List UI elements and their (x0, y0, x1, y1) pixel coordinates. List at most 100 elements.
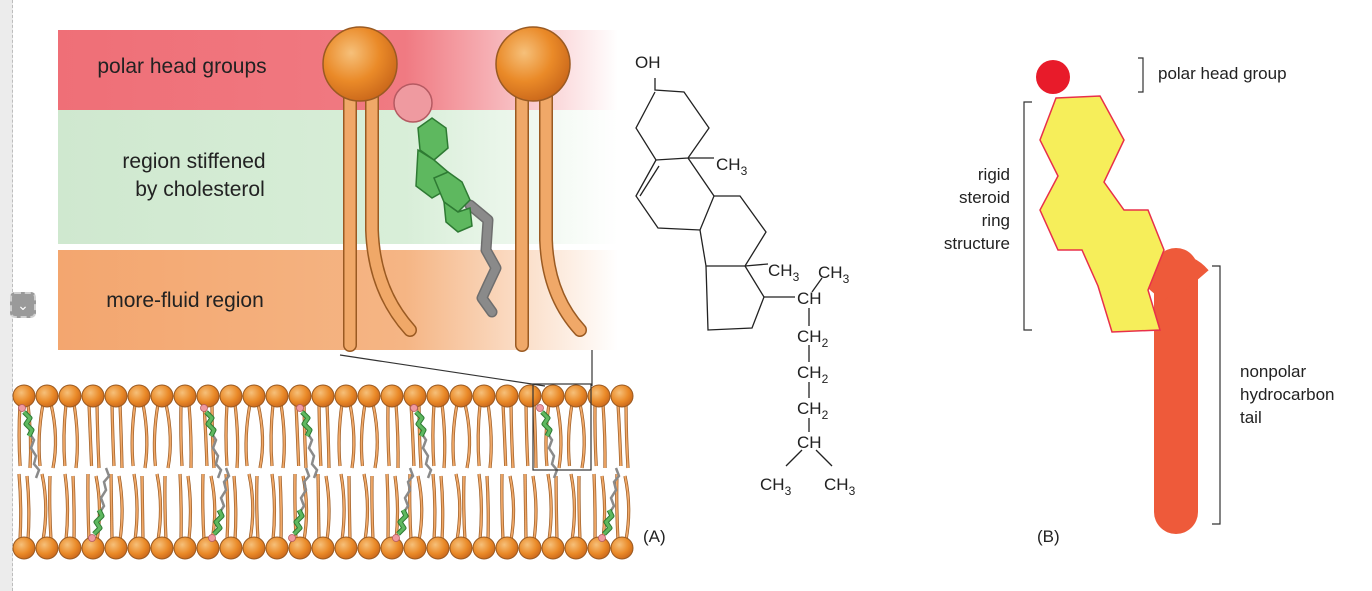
lipid-tail (163, 475, 167, 541)
lipid-head (150, 384, 174, 408)
chevron-down-icon: ⌄ (17, 297, 29, 313)
cholesterol-ring (396, 509, 408, 536)
cholesterol-ring (22, 410, 34, 437)
lipid-head (380, 384, 404, 408)
lipid-head (104, 384, 128, 408)
lipid-head (403, 384, 427, 408)
lipid-head (587, 384, 611, 408)
lipid-tail (594, 403, 598, 467)
lipid-head (35, 384, 59, 408)
lipid-tail (579, 403, 586, 469)
cholesterol-ring (602, 509, 614, 536)
lipid-tail (593, 473, 596, 541)
ch2-label-1: CH2 (797, 327, 829, 350)
lipid-tail (386, 473, 390, 541)
lipid-tail (18, 473, 22, 541)
lipid-tail (73, 403, 79, 469)
cholesterol-ring (540, 410, 552, 437)
cholesterol-ring (92, 509, 104, 536)
steroid-ring-structure (1039, 95, 1165, 333)
lipid-head (449, 384, 473, 408)
lipid-head (495, 384, 519, 408)
lipid-tail (509, 475, 515, 541)
lipid-head (127, 384, 151, 408)
lipid-head (426, 384, 450, 408)
lipid-tail (547, 473, 553, 541)
stiffened-label-2: by cholesterol (135, 178, 265, 201)
methyl-right-label: CH3 (818, 263, 850, 286)
stiffened-region-band (58, 110, 618, 244)
lipid-head (564, 384, 588, 408)
lipid-tail (556, 403, 562, 469)
lipid-tail (156, 473, 162, 541)
lipid-head (150, 536, 174, 560)
lipid-tail (617, 403, 622, 467)
lipid-bilayer (12, 384, 634, 560)
lipid-tail (372, 403, 379, 469)
lipid-tail (464, 403, 471, 469)
lipid-head (518, 384, 542, 408)
lipid-tail (325, 475, 330, 541)
cholesterol-tail (298, 467, 311, 513)
lipid-head (495, 536, 519, 560)
lipid-tail (87, 473, 90, 541)
lipid-tail (110, 473, 113, 541)
rigid-label-4: structure (944, 234, 1010, 253)
structure-b-labels: polar head group rigid steroid ring stru… (944, 64, 1335, 546)
lipid-tail (210, 475, 216, 541)
lipid-tail (371, 475, 374, 541)
ch2-label-2: CH2 (797, 363, 829, 386)
cholesterol-ring (204, 410, 216, 437)
lipid-head (564, 536, 588, 560)
cholesterol-tail (98, 467, 111, 513)
lipid-tail (27, 403, 32, 469)
lipid-tail (141, 475, 144, 541)
lipid-tail (440, 475, 444, 541)
lipid-tail (386, 403, 391, 467)
lipid-head (58, 536, 82, 560)
lipid-tail (567, 403, 573, 467)
lipid-tail (533, 403, 537, 469)
lipid-head (35, 536, 59, 560)
collapse-button[interactable]: ⌄ (10, 292, 36, 318)
terminal-right-label: CH3 (824, 475, 856, 498)
lipid-tail (50, 403, 57, 469)
lipid-tail (18, 403, 22, 467)
cholesterol-head (536, 404, 544, 412)
lipid-tail (510, 403, 514, 469)
lipid-head (311, 384, 335, 408)
lipid-tail (188, 403, 193, 469)
ring-methyl-label: CH3 (716, 155, 748, 178)
cholesterol-tail (608, 467, 621, 513)
lipid-tail (478, 473, 483, 541)
lipid-tail (133, 473, 138, 541)
lipid-tail (234, 403, 239, 469)
phospholipid-left (322, 26, 417, 352)
lipid-tail (455, 473, 461, 541)
lipid-tail (118, 475, 123, 541)
cholesterol-tail (546, 433, 559, 479)
lipid-head (265, 384, 289, 408)
lipid-head (541, 536, 565, 560)
lipid-tail (64, 473, 69, 541)
cholesterol-tail (28, 433, 41, 479)
lipid-tail (452, 403, 458, 467)
lipid-tail (26, 475, 30, 541)
lipid-tail (271, 473, 276, 541)
lipid-tail (441, 403, 446, 469)
structure-b-brackets (1023, 57, 1221, 525)
lipid-tail (165, 403, 172, 469)
lipid-head (357, 536, 381, 560)
lipid-tail (570, 473, 576, 541)
fluid-label: more-fluid region (106, 289, 264, 312)
terminal-left-label: CH3 (760, 475, 792, 498)
cholesterol-head (18, 404, 26, 412)
lipid-head (196, 536, 220, 560)
lipid-head (196, 384, 220, 408)
polar-head-label: polar head groups (97, 55, 266, 78)
ch2-label-3: CH2 (797, 399, 829, 422)
cholesterol-head (288, 534, 296, 542)
polar-head-circle (1036, 60, 1070, 94)
cholesterol-ring (300, 410, 312, 437)
lipid-tail (418, 403, 422, 469)
